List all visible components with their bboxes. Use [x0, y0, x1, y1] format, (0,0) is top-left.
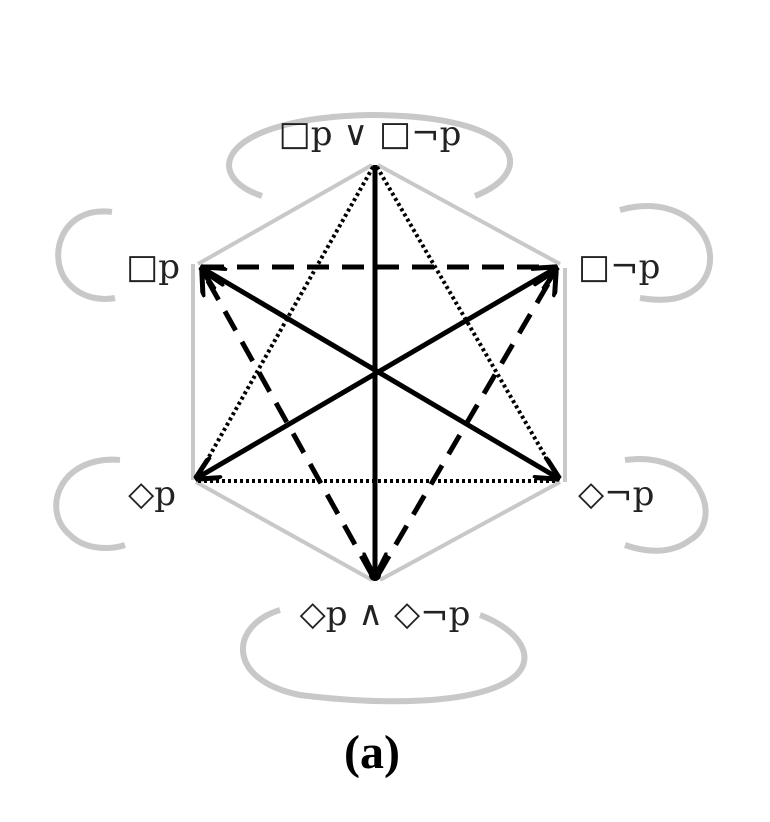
node-top-label: □p ∨ □¬p [279, 114, 462, 154]
loop-bottom [240, 607, 528, 705]
edge [377, 163, 561, 266]
edge [197, 268, 556, 478]
node-box-not-p-label: □¬p [578, 247, 660, 287]
edge [195, 480, 373, 582]
dashed-edges [202, 264, 556, 577]
loop-top [226, 111, 514, 199]
edge [197, 163, 373, 266]
node-dia-p-label: ◇p [128, 474, 176, 514]
reflexive-loops [53, 111, 714, 705]
loop-box-not-p [619, 203, 714, 303]
node-bottom-label: ◇p ∧ ◇¬p [300, 594, 471, 634]
loop-dia-p [53, 456, 126, 551]
loop-box-p [55, 208, 116, 302]
node-dia-not-p-label: ◇¬p [578, 474, 654, 514]
figure-caption: (a) [344, 726, 400, 779]
edge [379, 480, 561, 582]
node-box-p-label: □p [126, 247, 180, 287]
solid-edges [197, 165, 558, 575]
loop-dia-not-p [624, 456, 709, 554]
bottom-vertex-dot [369, 569, 381, 581]
